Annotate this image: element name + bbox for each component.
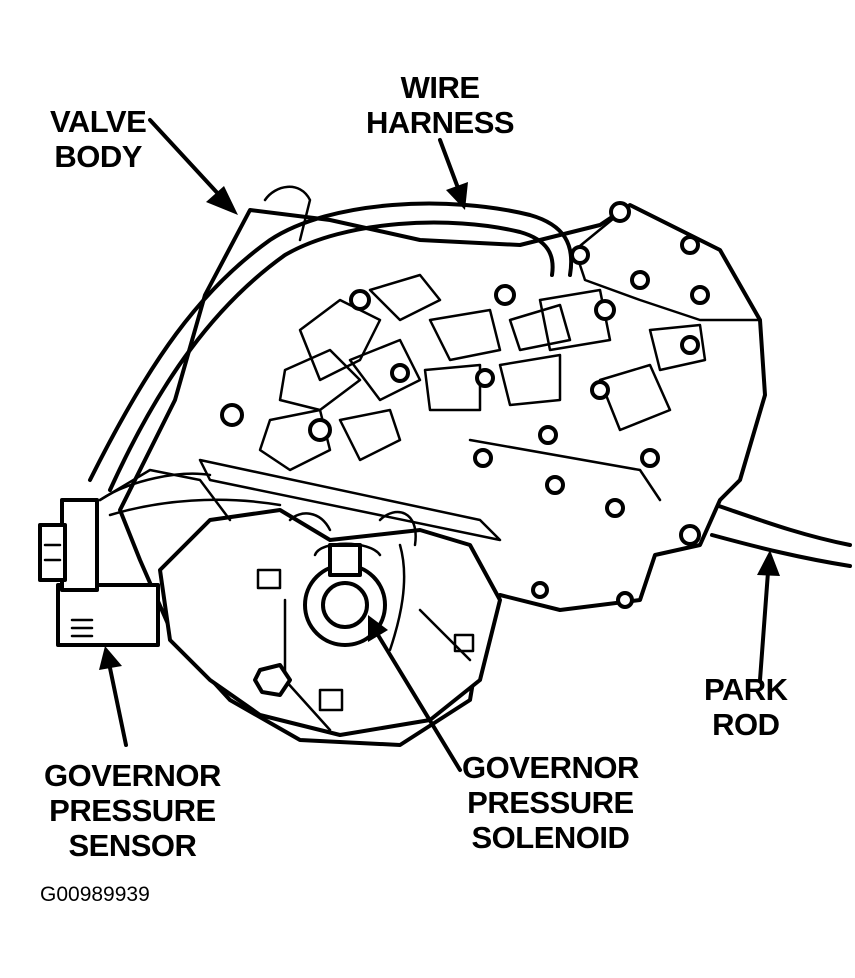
- sensor-label-line3: SENSOR: [68, 828, 197, 863]
- sensor-label-line1: GOVERNOR: [44, 758, 221, 793]
- valve-body-label: VALVE BODY: [50, 104, 147, 174]
- valve-body-label-line2: BODY: [54, 139, 142, 174]
- governor-solenoid: [303, 542, 387, 647]
- wire-harness-label-line1: WIRE: [400, 70, 480, 105]
- solenoid-wires: [288, 510, 417, 652]
- park-rod-lower: [710, 533, 852, 568]
- park-rod-label-line1: PARK: [704, 672, 788, 707]
- park-rod-label-line2: ROD: [712, 707, 780, 742]
- valve-spools: [258, 273, 707, 472]
- valve-body-label-line1: VALVE: [50, 104, 147, 139]
- cover-plate: [573, 203, 762, 322]
- wire-harness: [88, 201, 574, 482]
- solenoid-label-line1: GOVERNOR: [462, 750, 639, 785]
- solenoid-label-line3: SOLENOID: [471, 820, 630, 855]
- park-rod: [714, 503, 852, 547]
- sensor-label-line2: PRESSURE: [49, 793, 216, 828]
- park-rod-label: PARK ROD: [704, 672, 788, 742]
- wire-harness-label-line2: HARNESS: [366, 105, 515, 140]
- wire-harness-label: WIRE HARNESS: [366, 70, 515, 140]
- pressure-sensor: [38, 468, 232, 647]
- figure-code: G00989939: [40, 883, 150, 906]
- governor-pressure-sensor-label: GOVERNOR PRESSURE SENSOR: [44, 758, 221, 863]
- governor-pressure-solenoid-label: GOVERNOR PRESSURE SOLENOID: [462, 750, 639, 855]
- solenoid-label-line2: PRESSURE: [467, 785, 634, 820]
- leader-arrows: [99, 118, 780, 772]
